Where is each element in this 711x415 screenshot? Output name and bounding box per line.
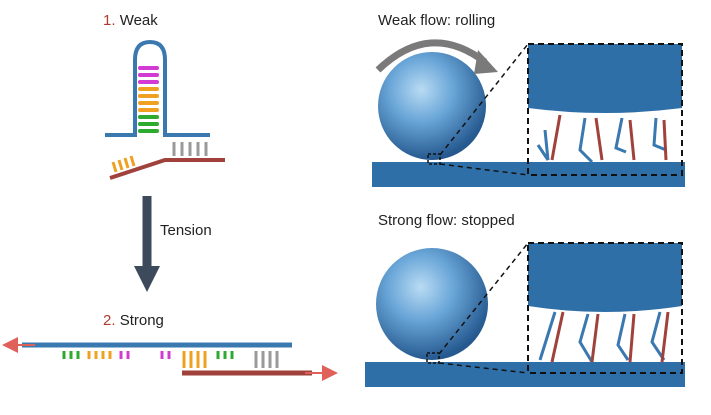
cell-sphere-top [378, 52, 486, 160]
tension-label: Tension [160, 222, 212, 239]
rolling-arrow [375, 39, 488, 73]
zoom-inset-top [528, 44, 682, 164]
step1-label: 1. Weak [103, 13, 158, 28]
zoom-source-bottom [426, 352, 440, 364]
panel-stopped [365, 242, 685, 387]
surface-bottom [365, 362, 685, 387]
step1-number: 1. [103, 12, 116, 29]
step2-number: 2. [103, 312, 116, 329]
stretched-strong-bond [2, 337, 338, 381]
hairpin-bases [138, 66, 159, 133]
step2-text: Strong [119, 312, 164, 329]
orange-overhang [111, 155, 136, 173]
cell-sphere-bottom [376, 248, 488, 360]
panel-rolling [372, 39, 685, 187]
step2-label: 2. Strong [103, 313, 164, 328]
zoom-source-top [427, 153, 441, 165]
hairpin-weak-bond [105, 39, 225, 180]
bottom-panel-title: Strong flow: stopped [378, 212, 515, 229]
zoom-inset-bottom [528, 243, 682, 363]
hairpin-strand [105, 39, 210, 137]
zoom-frame-top [527, 43, 683, 176]
zoom-frame-bottom [527, 242, 683, 374]
step1-text: Weak [119, 12, 158, 29]
stretched-bases [62, 351, 279, 368]
rolling-arrow-head [474, 50, 498, 74]
top-panel-title: Weak flow: rolling [378, 12, 496, 29]
tension-arrow [134, 196, 160, 292]
partner-strand [109, 158, 225, 180]
surface-top [372, 162, 685, 187]
gray-bases-top [172, 142, 208, 156]
